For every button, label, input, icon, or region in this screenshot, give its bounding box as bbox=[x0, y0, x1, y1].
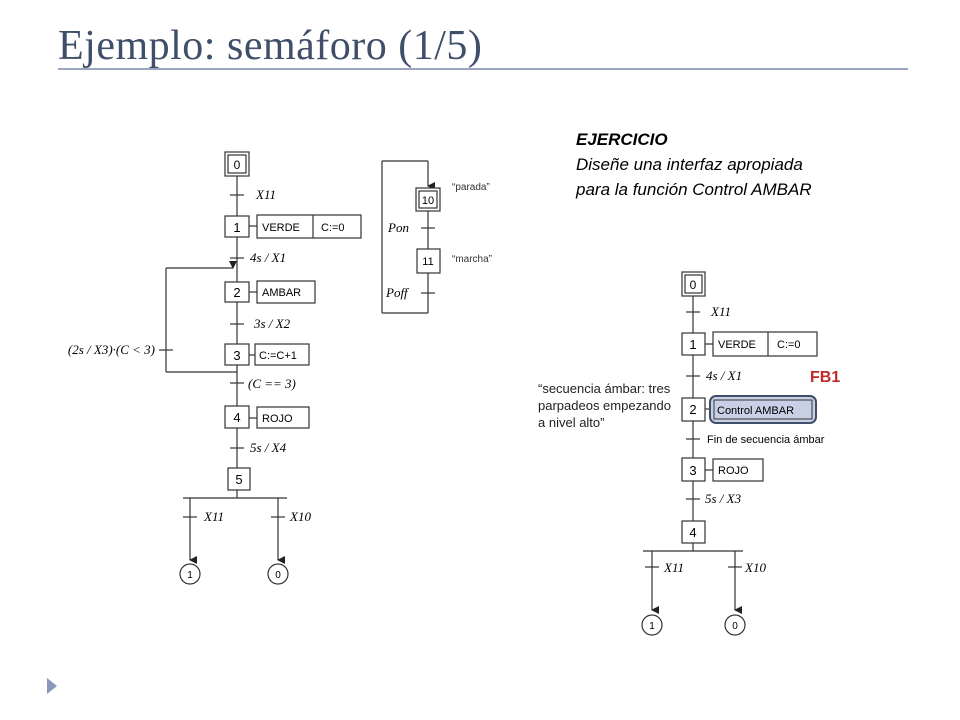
right-step-3 bbox=[681, 457, 706, 482]
left-action-rojo-label: ROJO bbox=[262, 413, 293, 425]
left-t4-label: 5s / X4 bbox=[250, 440, 287, 455]
left-action-rojo bbox=[256, 406, 310, 429]
next-arrow-icon[interactable] bbox=[45, 676, 59, 696]
secuencia-note-line-2: parpadeos empezando bbox=[538, 398, 671, 413]
right-target-0 bbox=[724, 614, 746, 636]
side-t-pon: Pon bbox=[387, 220, 409, 235]
left-grafcet bbox=[159, 176, 287, 564]
right-action-control-label: Control AMBAR bbox=[717, 405, 794, 417]
right-target-1 bbox=[641, 614, 663, 636]
left-action-ambar bbox=[256, 280, 316, 304]
right-step-2-label: 2 bbox=[689, 402, 696, 417]
left-t3a-label: (C == 3) bbox=[248, 376, 296, 391]
exercise-block: EJERCICIO Diseñe una interfaz apropiada … bbox=[576, 127, 812, 202]
left-step-3 bbox=[224, 343, 250, 366]
right-step-3-label: 3 bbox=[689, 463, 696, 478]
left-step-2 bbox=[224, 281, 250, 303]
left-t1-label: 4s / X1 bbox=[250, 250, 286, 265]
left-t5b-label: X10 bbox=[289, 509, 311, 524]
side-t-poff: Poff bbox=[385, 285, 410, 300]
left-action-cinc bbox=[254, 343, 310, 366]
right-action-control-ambar bbox=[709, 395, 817, 424]
left-t5a-label: X11 bbox=[203, 509, 224, 524]
side-note-marcha: “marcha” bbox=[452, 254, 492, 265]
right-grafcet bbox=[643, 296, 743, 614]
right-t0-label: X11 bbox=[710, 304, 731, 319]
right-t4b-label: X10 bbox=[744, 560, 766, 575]
side-grafcet bbox=[381, 160, 435, 314]
left-step-1 bbox=[224, 215, 250, 238]
right-step-4-label: 4 bbox=[689, 525, 696, 540]
right-step-2 bbox=[681, 397, 706, 422]
left-action-cinc-label: C:=C+1 bbox=[259, 350, 297, 362]
right-action-verde bbox=[712, 331, 818, 357]
right-step-1 bbox=[681, 332, 706, 356]
left-target-0-label: 0 bbox=[275, 570, 281, 581]
left-step-1-label: 1 bbox=[233, 220, 240, 235]
left-step-4 bbox=[224, 405, 250, 429]
exercise-line-1: Diseñe una interfaz apropiada bbox=[576, 155, 803, 174]
left-t3b-label: (2s / X3)·(C < 3) bbox=[68, 342, 155, 357]
slide-title: Ejemplo: semáforo (1/5) bbox=[58, 23, 483, 69]
right-t3-label: 5s / X3 bbox=[705, 491, 742, 506]
left-action-c0-label: C:=0 bbox=[321, 222, 345, 234]
side-step-11 bbox=[416, 248, 441, 274]
secuencia-note-line-1: “secuencia ámbar: tres bbox=[538, 381, 671, 396]
left-step-3-label: 3 bbox=[233, 348, 240, 363]
right-target-1-label: 1 bbox=[649, 621, 655, 632]
left-action-verde bbox=[256, 214, 362, 239]
left-t2-label: 3s / X2 bbox=[253, 316, 291, 331]
right-step-4 bbox=[681, 520, 706, 544]
secuencia-note: “secuencia ámbar: tres parpadeos empezan… bbox=[538, 380, 671, 431]
left-target-0 bbox=[267, 563, 289, 585]
right-target-0-label: 0 bbox=[732, 621, 738, 632]
right-action-rojo bbox=[712, 458, 764, 482]
title-divider bbox=[58, 68, 908, 70]
right-step-0-label: 0 bbox=[690, 278, 697, 292]
left-t0-label: X11 bbox=[255, 187, 276, 202]
side-step-11-label: 11 bbox=[422, 256, 433, 268]
left-action-ambar-label: AMBAR bbox=[262, 287, 301, 299]
fb1-label: FB1 bbox=[810, 369, 841, 386]
left-step-5 bbox=[227, 467, 251, 491]
side-step-10 bbox=[415, 187, 441, 212]
left-target-1-label: 1 bbox=[187, 570, 193, 581]
right-step-1-label: 1 bbox=[689, 337, 696, 352]
right-t2-label: Fin de secuencia ámbar bbox=[707, 434, 825, 446]
right-t1-label: 4s / X1 bbox=[706, 368, 742, 383]
left-step-5-label: 5 bbox=[235, 472, 242, 487]
right-action-c0-label: C:=0 bbox=[777, 339, 801, 351]
right-action-verde-label: VERDE bbox=[718, 339, 756, 351]
left-step-4-label: 4 bbox=[233, 410, 240, 425]
left-step-2-label: 2 bbox=[233, 285, 240, 300]
exercise-line-2: para la función Control AMBAR bbox=[576, 180, 812, 199]
side-step-10-label: 10 bbox=[422, 195, 434, 207]
right-t4a-label: X11 bbox=[663, 560, 684, 575]
left-action-verde-label: VERDE bbox=[262, 222, 300, 234]
right-step-0 bbox=[681, 271, 706, 297]
secuencia-note-line-3: a nivel alto” bbox=[538, 415, 605, 430]
right-action-rojo-label: ROJO bbox=[718, 465, 749, 477]
side-note-parada: “parada” bbox=[452, 182, 490, 193]
left-step-0 bbox=[224, 151, 250, 177]
left-target-1 bbox=[179, 563, 201, 585]
left-step-0-label: 0 bbox=[234, 158, 241, 172]
exercise-heading: EJERCICIO bbox=[576, 130, 668, 149]
